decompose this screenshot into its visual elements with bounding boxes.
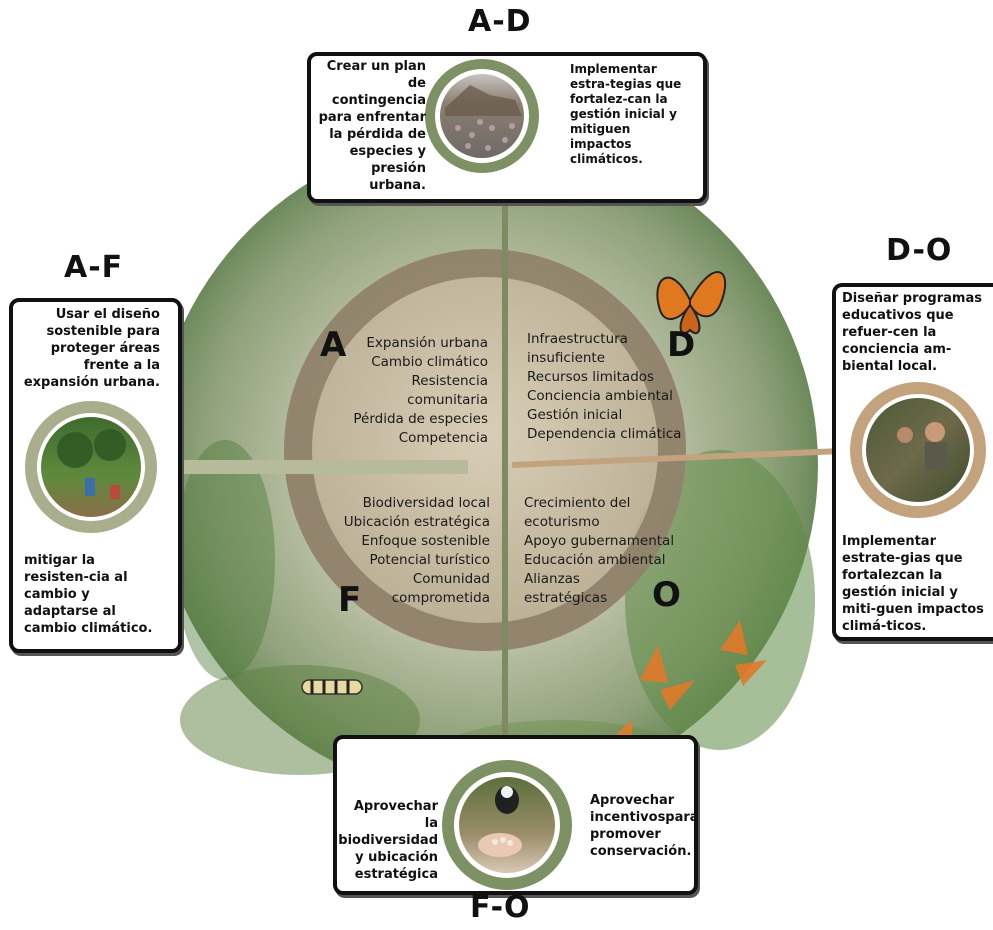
list-item: comunitaria bbox=[407, 392, 488, 408]
list-item: Recursos limitados bbox=[527, 369, 655, 385]
af-heading: A-F bbox=[64, 250, 124, 285]
do-top-text: Diseñar programas educativos que refuer-… bbox=[842, 291, 982, 374]
list-item: Apoyo gubernamental bbox=[524, 533, 675, 549]
list-item: estratégicas bbox=[524, 590, 608, 606]
list-item: Gestión inicial bbox=[527, 407, 623, 423]
list-item: Comunidad bbox=[412, 571, 490, 587]
list-item: Alianzas bbox=[524, 571, 580, 587]
fo-right-text: Aprovechar incentivospara promover conse… bbox=[590, 793, 699, 859]
inner-disc bbox=[284, 249, 686, 651]
list-item: ecoturismo bbox=[524, 514, 600, 530]
quadrant-letter-o: O bbox=[652, 575, 681, 615]
list-item: Resistencia bbox=[411, 373, 489, 389]
list-item: insuficiente bbox=[527, 350, 606, 366]
do-bottom-text: Implementar estrate-gias que fortalezcan… bbox=[842, 534, 984, 634]
ad-left-text: Crear un plan de contingencia para enfre… bbox=[318, 59, 426, 193]
list-item: Educación ambiental bbox=[524, 552, 666, 568]
debilidades-list: Infraestructura insuficiente Recursos li… bbox=[527, 330, 692, 444]
list-item: Crecimiento del bbox=[524, 495, 631, 511]
list-item: comprometida bbox=[391, 590, 490, 606]
list-item: Competencia bbox=[398, 430, 488, 446]
fo-left-text: Aprovechar la biodiversidad y ubicación … bbox=[338, 799, 438, 882]
fo-heading: F-O bbox=[470, 890, 531, 925]
quadrant-letter-f: F bbox=[338, 580, 362, 620]
af-bottom-text: mitigar la resisten-cia al cambio y adap… bbox=[24, 553, 153, 636]
list-item: Cambio climático bbox=[371, 354, 488, 370]
list-item: Expansión urbana bbox=[366, 335, 488, 351]
list-item: Conciencia ambiental bbox=[527, 388, 673, 404]
oportunidades-list: Crecimiento del ecoturismo Apoyo guberna… bbox=[524, 494, 689, 608]
quadrant-letter-d: D bbox=[667, 325, 696, 365]
list-item: Ubicación estratégica bbox=[343, 514, 490, 530]
amenazas-list: Expansión urbana Cambio climático Resist… bbox=[340, 334, 488, 448]
ad-right-text: Implementar estra-tegias que fortalez-ca… bbox=[570, 62, 682, 166]
list-item: Infraestructura bbox=[527, 331, 628, 347]
right-connector bbox=[511, 447, 866, 468]
caterpillar-icon bbox=[301, 679, 363, 695]
ring bbox=[284, 249, 686, 651]
quadrant-letter-a: A bbox=[320, 325, 347, 365]
butterfly-icon bbox=[656, 271, 727, 335]
list-item: Biodiversidad local bbox=[362, 495, 490, 511]
list-item: Dependencia climática bbox=[527, 426, 682, 442]
list-item: Pérdida de especies bbox=[353, 411, 488, 427]
fortalezas-list: Biodiversidad local Ubicación estratégic… bbox=[330, 494, 490, 608]
list-item: Potencial turístico bbox=[369, 552, 490, 568]
af-top-text: Usar el diseño sostenible para proteger … bbox=[23, 307, 160, 390]
do-heading: D-O bbox=[886, 233, 953, 268]
list-item: Enfoque sostenible bbox=[361, 533, 490, 549]
ad-heading: A-D bbox=[468, 4, 532, 39]
